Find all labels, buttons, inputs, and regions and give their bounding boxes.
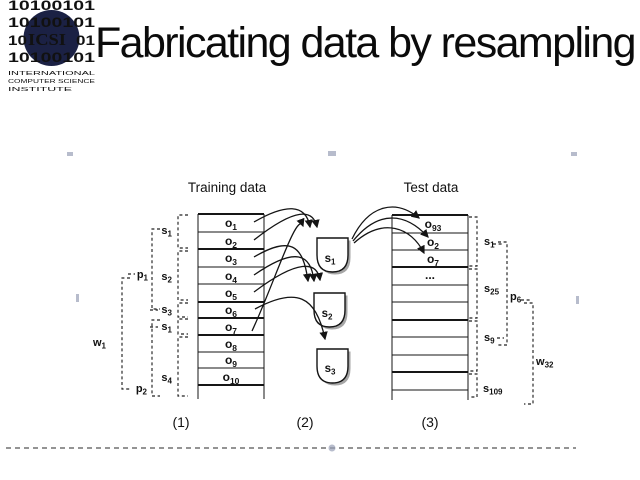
selection-marquee — [6, 151, 579, 452]
selection-handle-middle-left[interactable] — [76, 294, 79, 302]
test-table: o93 o2 o7 ... — [391, 214, 469, 400]
svg-text:...: ... — [425, 268, 435, 282]
svg-text:o5: o5 — [225, 286, 237, 302]
label-s25: s25 — [484, 283, 500, 297]
label-w32: w32 — [535, 356, 554, 370]
svg-text:o6: o6 — [225, 303, 237, 319]
test-row-labels: o93 o2 o7 ... — [425, 217, 442, 282]
label-w1: w1 — [92, 337, 107, 351]
svg-text:01: 01 — [76, 33, 96, 48]
training-row-labels: o1 o2 o3 o4 o5 o6 o7 o8 o9 o10 — [223, 216, 240, 386]
label-s4-left: s4 — [161, 372, 172, 386]
label-s1b-left: s1 — [161, 321, 172, 335]
svg-text:10: 10 — [8, 33, 27, 48]
logo-binary-rows-inverse: 10100101 10100101 10 01 10100101 — [8, 0, 96, 65]
selection-handle-top-left[interactable] — [67, 152, 73, 156]
training-table: o1 o2 o3 o4 o5 o6 o7 o8 o9 o10 — [197, 213, 265, 399]
training-data-header: Training data — [188, 180, 267, 195]
label-s3-left: s3 — [161, 304, 172, 318]
svg-text:s3: s3 — [325, 363, 336, 377]
resampling-arrows — [251, 206, 429, 341]
svg-text:o10: o10 — [223, 370, 240, 386]
pool-s1 — [316, 237, 349, 273]
label-s2-left: s2 — [161, 271, 172, 285]
svg-text:o2: o2 — [427, 235, 439, 251]
svg-text:o8: o8 — [225, 337, 237, 353]
svg-text:10100101: 10100101 — [8, 0, 96, 13]
logo-acronym: ICSI — [28, 30, 66, 49]
svg-text:01: 01 — [76, 33, 96, 48]
label-s9: s9 — [484, 332, 495, 346]
svg-text:10: 10 — [8, 33, 27, 48]
segment-pools: s1 s2 s3 — [313, 237, 351, 386]
label-s1-left: s1 — [161, 225, 172, 239]
label-s1-right: s1 — [484, 236, 495, 250]
label-p6: p6 — [510, 291, 522, 305]
label-p2: p2 — [136, 383, 148, 397]
svg-text:o7: o7 — [427, 252, 439, 268]
svg-text:10100101: 10100101 — [8, 50, 96, 65]
selection-handle-top-right[interactable] — [571, 152, 577, 156]
selection-handle-top-middle[interactable] — [328, 151, 336, 156]
svg-text:INTERNATIONAL: INTERNATIONAL — [8, 71, 96, 77]
step-labels: (1) (2) (3) — [172, 414, 438, 430]
svg-text:s2: s2 — [322, 308, 333, 322]
svg-text:o9: o9 — [225, 353, 237, 369]
svg-text:10100101: 10100101 — [8, 0, 96, 13]
selection-handle-middle-right[interactable] — [576, 296, 579, 304]
pool-s3 — [316, 348, 349, 384]
selection-handle-bottom-middle[interactable] — [328, 444, 336, 452]
svg-text:s1: s1 — [325, 253, 336, 267]
icsi-logo: 10100101 10100101 10 01 10100101 1010010… — [8, 0, 96, 93]
right-brackets: s1 s25 s9 s109 p6 w32 — [469, 216, 554, 405]
label-s109: s109 — [483, 383, 503, 397]
svg-text:o1: o1 — [225, 216, 237, 232]
step-3: (3) — [421, 414, 438, 430]
left-brackets: s1 s2 s3 s1 s4 p1 p2 w1 — [92, 214, 188, 397]
svg-text:COMPUTER SCIENCE: COMPUTER SCIENCE — [8, 79, 95, 85]
svg-text:INSTITUTE: INSTITUTE — [8, 87, 72, 93]
logo-circle — [23, 10, 80, 66]
pool-s2 — [313, 292, 346, 328]
svg-text:o93: o93 — [425, 217, 442, 233]
svg-text:10100101: 10100101 — [8, 15, 96, 30]
test-data-header: Test data — [404, 180, 459, 195]
svg-text:o4: o4 — [225, 269, 237, 285]
label-p1: p1 — [137, 269, 149, 283]
logo-org-name: INTERNATIONAL COMPUTER SCIENCE INSTITUTE — [8, 71, 96, 93]
step-1: (1) — [172, 414, 189, 430]
svg-text:o2: o2 — [225, 234, 237, 250]
step-2: (2) — [296, 414, 313, 430]
svg-text:o3: o3 — [225, 251, 237, 267]
slide-title: Fabricating data by resampling — [95, 19, 637, 67]
svg-text:o7: o7 — [225, 320, 237, 336]
